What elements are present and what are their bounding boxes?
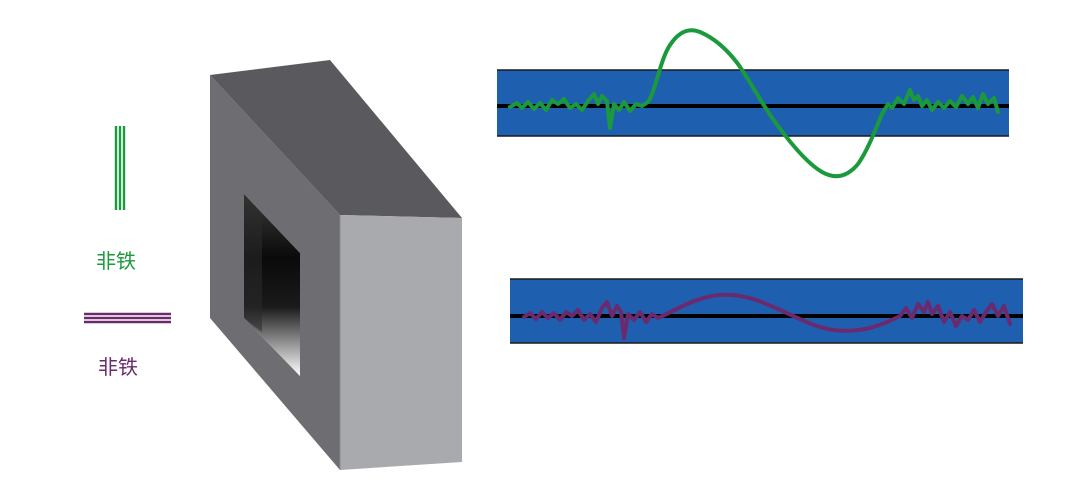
block-hole-inner-edge xyxy=(244,194,262,332)
vertical-triple-line-icon xyxy=(114,126,126,210)
upper-signal-wave xyxy=(508,28,1000,179)
lower-band-rect xyxy=(510,279,1023,343)
lower-signal-wave xyxy=(522,292,1012,340)
metal-block xyxy=(210,60,462,470)
label-green: 非铁 xyxy=(96,249,136,273)
lower-signal-band xyxy=(510,278,1023,344)
block-front-face xyxy=(340,215,462,470)
block-top-face xyxy=(210,60,462,218)
horizontal-triple-line-icon xyxy=(84,312,171,324)
label-purple: 非铁 xyxy=(98,355,138,379)
upper-band-rect xyxy=(497,70,1009,136)
upper-signal-band xyxy=(497,28,1009,179)
block-left-face xyxy=(210,75,340,470)
